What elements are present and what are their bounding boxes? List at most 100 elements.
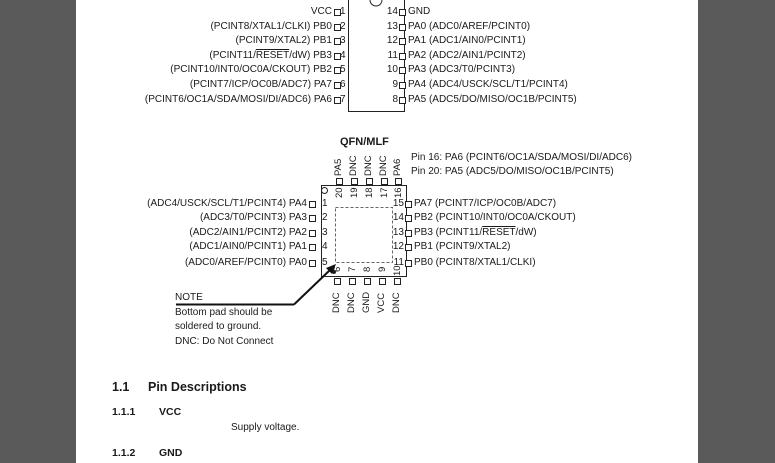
label-part: RESET (255, 50, 290, 61)
qfn-bottom-pin-label: VCC (376, 292, 387, 313)
qfn-right-pin-number: 15 (392, 198, 404, 209)
soic-pin-pad (399, 24, 406, 31)
soic-pin-label: PA5 (ADC5/DO/MISO/OC1B/PCINT5) (408, 94, 577, 106)
qfn-left-pin-pad (309, 215, 316, 222)
label-part: PA2 (ADC2/AIN1/PCINT2) (408, 50, 526, 61)
label-part: (PCINT11/ (209, 50, 256, 61)
soic-pin-number: 1 (340, 6, 346, 17)
qfn-left-pin-pad (309, 244, 316, 251)
label-part: (PCINT6/OC1A/SDA/MOSI/DI/ADC6) PA6 (144, 94, 332, 105)
qfn-right-pin-label: PB1 (PCINT9/XTAL2) (414, 241, 511, 253)
qfn-top-pin-number: 19 (349, 187, 360, 198)
soic-pin-number: 4 (340, 50, 346, 61)
qfn-left-pin-pad (309, 260, 316, 267)
qfn-right-pin-pad (405, 244, 412, 251)
qfn-top-pin-label: DNC (378, 155, 389, 176)
qfn-left-pin-label: (ADC4/USCK/SCL/T1/PCINT4) PA4 (147, 198, 307, 209)
soic-pin-label: (PCINT6/OC1A/SDA/MOSI/DI/ADC6) PA6 (145, 94, 332, 106)
section-1-1-1-number: 1.1.1 (112, 406, 136, 418)
qfn-left-pin-number: 2 (322, 212, 328, 223)
soic-pin-label: PA2 (ADC2/AIN1/PCINT2) (408, 50, 526, 62)
label-part: PA5 (ADC5/DO/MISO/OC1B/PCINT5) (408, 94, 577, 105)
soic-pin-number: 10 (386, 64, 398, 75)
qfn-right-pin-number: 14 (392, 212, 404, 223)
soic-pin-pad (399, 53, 406, 60)
soic-pin-number: 14 (386, 6, 398, 17)
qfn-bottom-pin-pad (394, 278, 401, 285)
soic-pin-number: 12 (386, 35, 398, 46)
qfn-right-pin-number: 13 (392, 227, 404, 238)
qfn-left-pin-label: (ADC2/AIN1/PCINT2) PA2 (189, 227, 307, 238)
label-part: (PCINT10/INT0/OC0A/CKOUT) PB2 (170, 64, 332, 75)
note-heading: NOTE (175, 292, 203, 303)
label-part: PA3 (ADC3/T0/PCINT3) (408, 64, 516, 75)
qfn-title: QFN/MLF (340, 136, 389, 148)
section-1-1-1-text: Supply voltage. (231, 422, 300, 433)
soic-pin-pad (399, 9, 406, 16)
section-1-1-number: 1.1 (112, 380, 130, 394)
label-part: PA4 (ADC4/USCK/SCL/T1/PCINT4) (408, 79, 568, 90)
qfn-right-pin-pad (405, 215, 412, 222)
soic-pin-pad (399, 97, 406, 104)
qfn-pin1-dot (332, 270, 336, 274)
qfn-top-pin-pad (395, 178, 402, 185)
label-part: PB3 (PCINT11/ (414, 227, 483, 238)
label-part: (PCINT8/XTAL1/CLKI) PB0 (210, 21, 332, 32)
soic-pin-pad (334, 82, 341, 89)
qfn-bottom-pin-label: DNC (391, 292, 402, 313)
qfn-left-pin-number: 4 (322, 241, 328, 252)
label-part: PA0 (ADC0/AREF/PCINT0) (408, 21, 531, 32)
qfn-top-pin-label: DNC (348, 155, 359, 176)
qfn-left-pin-number: 1 (322, 198, 328, 209)
soic-pin-number: 9 (392, 79, 398, 90)
qfn-left-pin-label: (ADC0/AREF/PCINT0) PA0 (184, 257, 307, 268)
soic-pin-number: 11 (387, 50, 398, 61)
label-part: PB0 (PCINT8/XTAL1/CLKI) (414, 257, 536, 268)
label-part: GND (408, 6, 431, 17)
label-part: (PCINT7/ICP/OC0B/ADC7) PA7 (189, 79, 332, 90)
soic-pin-number: 5 (340, 64, 346, 75)
soic-pin-pad (334, 67, 341, 74)
label-part: /dW) PB3 (289, 50, 332, 61)
section-1-1-title: Pin Descriptions (148, 380, 247, 394)
soic-pin-pad (399, 67, 406, 74)
qfn-top-pin-number: 20 (334, 187, 345, 198)
qfn-bottom-pin-number: 8 (362, 266, 373, 272)
soic-pin-pad (334, 53, 341, 60)
qfn-top-pin-pad (336, 178, 343, 185)
soic-pin-label: PA0 (ADC0/AREF/PCINT0) (408, 21, 530, 33)
qfn-pin-note-20: Pin 20: PA5 (ADC5/DO/MISO/OC1B/PCINT5) (411, 166, 614, 177)
qfn-right-pin-number: 12 (392, 241, 404, 252)
qfn-left-pin-pad (309, 230, 316, 237)
qfn-right-pin-pad (405, 260, 412, 267)
label-part: PA1 (ADC1/AIN0/PCINT1) (408, 35, 526, 46)
qfn-right-pin-pad (405, 201, 412, 208)
soic-pin-pad (399, 38, 406, 45)
soic-pin-label: (PCINT7/ICP/OC0B/ADC7) PA7 (190, 79, 332, 91)
label-part: /dW) (515, 227, 537, 238)
label-part: (PCINT9/XTAL2) PB1 (235, 35, 332, 46)
soic-pin-label: (PCINT8/XTAL1/CLKI) PB0 (210, 21, 332, 33)
pdf-page: VCC 1 (PCINT8/XTAL1/CLKI) PB0 2 (PCINT9/XTAL… (76, 0, 698, 463)
soic-pin-label: (PCINT9/XTAL2) PB1 (235, 35, 332, 47)
note-line-3: DNC: Do Not Connect (175, 336, 274, 347)
soic-pin-label: PA4 (ADC4/USCK/SCL/T1/PCINT4) (408, 79, 568, 91)
soic-pin-pad (334, 9, 341, 16)
section-1-1-1-title: VCC (159, 406, 182, 418)
qfn-right-pin-label: PB0 (PCINT8/XTAL1/CLKI) (414, 257, 536, 269)
label-part: VCC (310, 6, 332, 17)
soic-pin-number: 2 (340, 21, 346, 32)
qfn-left-pin-pad (309, 201, 316, 208)
qfn-right-pin-label: PB3 (PCINT11/RESET/dW) (414, 227, 537, 239)
note-line-1: Bottom pad should be (175, 307, 273, 318)
soic-pin-pad (334, 38, 341, 45)
qfn-right-pin-number: 11 (393, 257, 404, 268)
qfn-right-pin-label: PA7 (PCINT7/ICP/OC0B/ADC7) (414, 198, 556, 210)
soic-pin-pad (334, 97, 341, 104)
soic-pin-label: VCC (311, 6, 332, 18)
qfn-top-pin-label: DNC (363, 155, 374, 176)
label-part: RESET (482, 227, 516, 238)
qfn-left-pin-label: (ADC1/AIN0/PCINT1) PA1 (189, 241, 307, 252)
qfn-bottom-pin-label: GND (361, 291, 372, 313)
qfn-bottom-pin-number: 7 (347, 266, 358, 272)
